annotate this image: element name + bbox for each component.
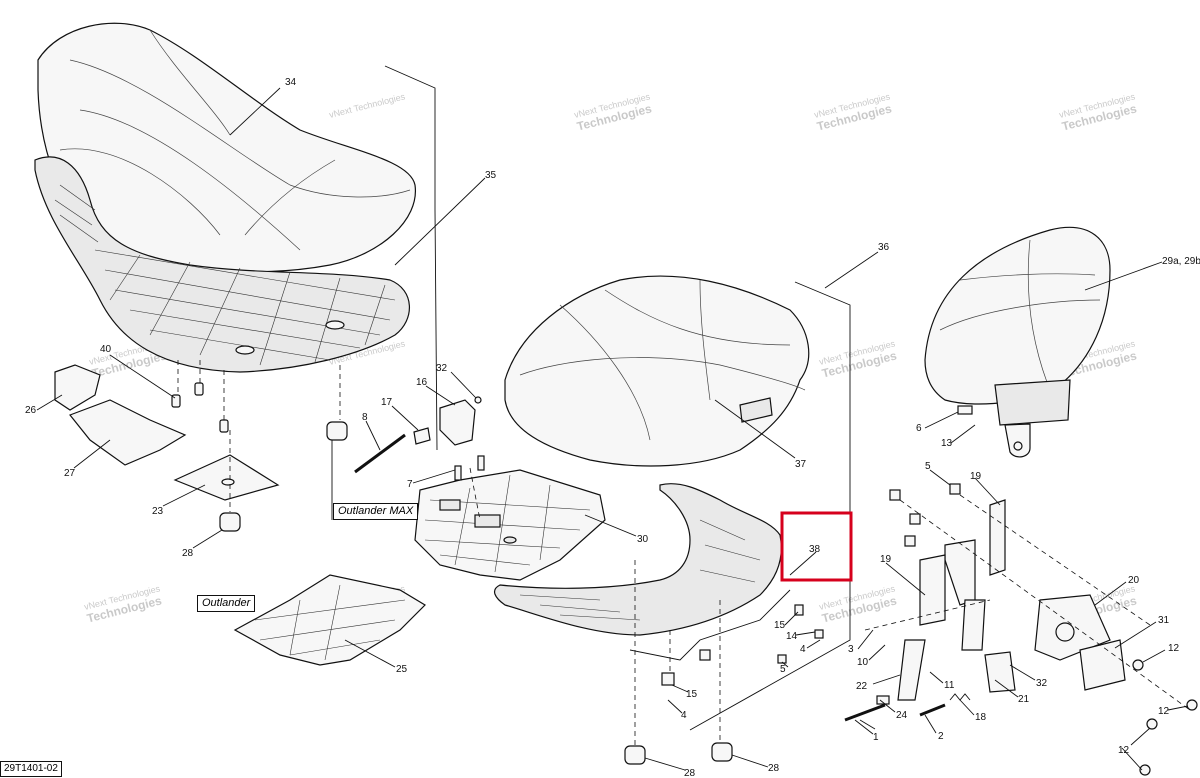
watermark: vNext Technologies Technologies [818, 338, 898, 380]
callout-2: 2 [938, 731, 944, 742]
callout-13: 13 [941, 438, 953, 449]
callout-38: 38 [809, 544, 821, 555]
callout-8: 8 [362, 412, 368, 423]
callout-14: 14 [786, 631, 798, 642]
callout-10: 10 [857, 657, 869, 668]
callout-32: 32 [436, 363, 448, 374]
small-parts [54, 364, 1198, 776]
callouts: 34 35 36 29a, 29b 37 40 26 27 23 28 25 3… [25, 77, 1200, 778]
callout-11: 11 [944, 680, 955, 691]
watermark: vNext Technologies [328, 91, 406, 120]
callout-15: 15 [686, 689, 698, 700]
callout-17: 17 [381, 397, 393, 408]
watermark: vNext Technologies Technologies [813, 91, 893, 133]
callout-20: 20 [1128, 575, 1140, 586]
model-label-standard: Outlander [197, 595, 256, 612]
callout-18: 18 [975, 712, 987, 723]
callout-28: 28 [182, 548, 194, 559]
callout-12: 12 [1158, 706, 1170, 717]
callout-21: 21 [1018, 694, 1030, 705]
callout-4: 4 [800, 644, 806, 655]
callout-22: 22 [856, 681, 868, 692]
model-label-max: Outlander MAX [333, 503, 419, 520]
leader-lines [36, 87, 1189, 771]
callout-31: 31 [1158, 615, 1170, 626]
callout-15: 15 [774, 620, 786, 631]
callout-5: 5 [780, 664, 786, 675]
watermark: vNext Technologies Technologies [818, 583, 898, 625]
callout-37: 37 [795, 459, 807, 470]
callout-32: 32 [1036, 678, 1048, 689]
alignment-lines [177, 360, 1191, 745]
passenger-seat-pan [493, 483, 791, 661]
callout-24: 24 [896, 710, 908, 721]
callout-16: 16 [416, 377, 428, 388]
callout-7: 7 [407, 479, 413, 490]
callout-40: 40 [100, 344, 112, 355]
passenger-seat [504, 275, 810, 467]
callout-12: 12 [1118, 745, 1130, 756]
callout-4: 4 [681, 710, 687, 721]
callout-27: 27 [64, 468, 76, 479]
callout-1: 1 [873, 732, 879, 743]
callout-28: 28 [684, 768, 696, 778]
callout-5: 5 [925, 461, 931, 472]
callout-29: 29a, 29b [1162, 256, 1200, 267]
callout-12: 12 [1168, 643, 1180, 654]
document-code: 29T1401-02 [0, 761, 62, 777]
callout-19: 19 [880, 554, 892, 565]
svg-text:vNext Technologies: vNext Technologies [328, 91, 406, 120]
front-seat-base [34, 156, 410, 373]
callout-35: 35 [485, 170, 497, 181]
watermark: vNext Technologies Technologies [83, 583, 163, 625]
callout-30: 30 [637, 534, 649, 545]
callout-26: 26 [25, 405, 37, 416]
callout-6: 6 [916, 423, 922, 434]
callout-19: 19 [970, 471, 982, 482]
callout-34: 34 [285, 77, 297, 88]
assembly-frames [331, 65, 851, 731]
callout-3: 3 [848, 644, 854, 655]
callout-28: 28 [768, 763, 780, 774]
watermark: vNext Technologies Technologies [1058, 91, 1138, 133]
backrest [924, 226, 1111, 458]
callout-23: 23 [152, 506, 164, 517]
callout-36: 36 [878, 242, 890, 253]
passenger-floor-tray [414, 469, 606, 581]
watermark: vNext Technologies Technologies [573, 91, 653, 133]
callout-25: 25 [396, 664, 408, 675]
highlight-box [780, 511, 853, 582]
